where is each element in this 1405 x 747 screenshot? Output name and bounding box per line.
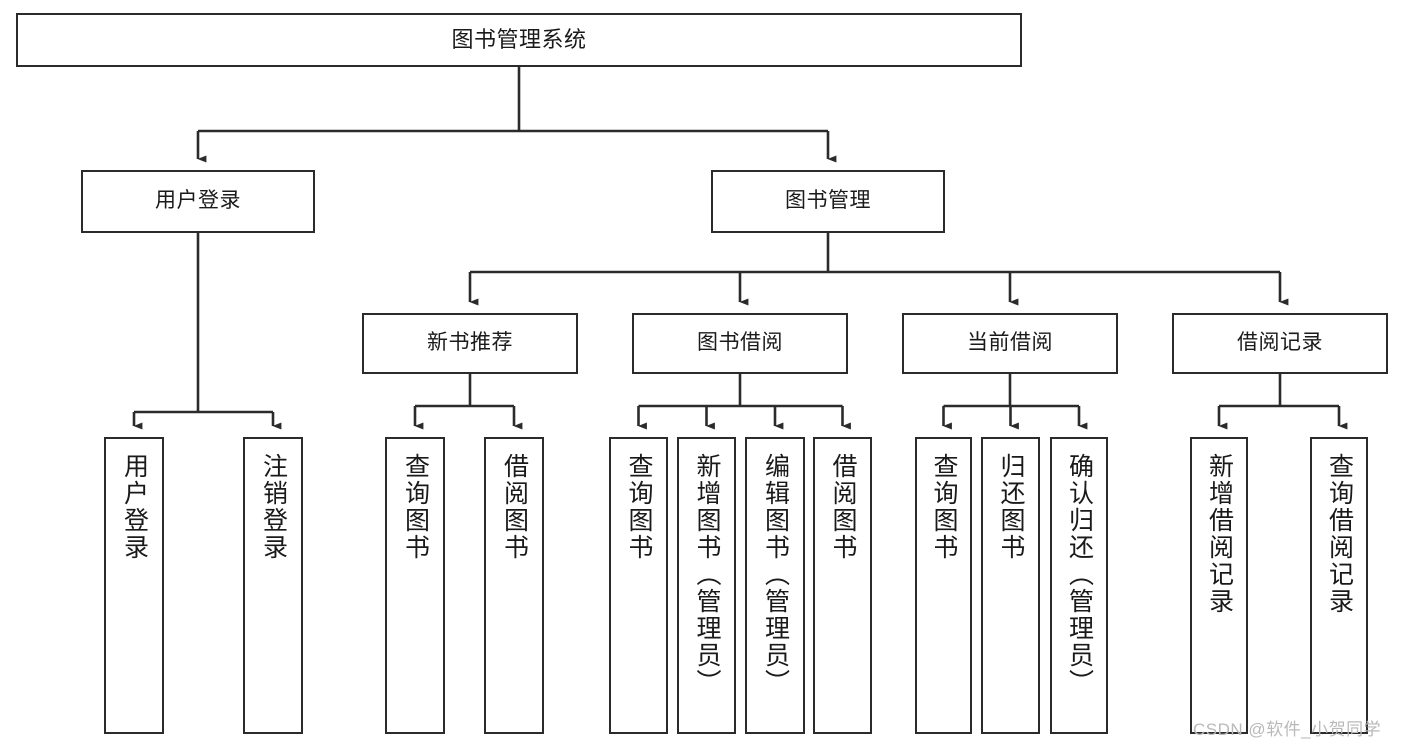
leaf-record-query-borrow-record-label: 查询借阅记录 xyxy=(1325,453,1354,615)
leaf-borrow-query-books[interactable]: 查询图书 xyxy=(609,437,668,734)
node-current-borrowing-label: 当前借阅 xyxy=(967,331,1053,355)
node-new-book-recommendation[interactable]: 新书推荐 xyxy=(362,313,578,374)
node-root-label: 图书管理系统 xyxy=(451,27,587,53)
leaf-borrow-edit-book-admin[interactable]: 编辑图书（管理员） xyxy=(745,437,805,734)
csdn-watermark: CSDN @软件_小贺同学 xyxy=(1193,720,1382,739)
leaf-user-login-label: 用户登录 xyxy=(120,453,149,561)
leaf-current-query-books[interactable]: 查询图书 xyxy=(915,437,972,734)
leaf-borrow-borrow-books[interactable]: 借阅图书 xyxy=(813,437,872,734)
leaf-borrow-borrow-books-label: 借阅图书 xyxy=(829,453,857,561)
node-current-borrowing[interactable]: 当前借阅 xyxy=(902,313,1118,374)
leaf-user-logout-label: 注销登录 xyxy=(259,453,288,561)
leaf-record-query-borrow-record[interactable]: 查询借阅记录 xyxy=(1310,437,1368,734)
node-book-borrowing-label: 图书借阅 xyxy=(697,331,783,355)
node-book-management-label: 图书管理 xyxy=(785,189,871,213)
leaf-borrow-add-book-admin-label: 新增图书（管理员） xyxy=(693,453,721,696)
leaf-current-confirm-return-admin[interactable]: 确认归还（管理员） xyxy=(1050,437,1108,734)
node-book-management[interactable]: 图书管理 xyxy=(711,170,945,233)
leaf-borrow-query-books-label: 查询图书 xyxy=(625,453,653,561)
node-borrow-records[interactable]: 借阅记录 xyxy=(1172,313,1388,374)
leaf-record-add-borrow-record[interactable]: 新增借阅记录 xyxy=(1190,437,1248,734)
leaf-current-return-books-label: 归还图书 xyxy=(997,453,1025,561)
node-root[interactable]: 图书管理系统 xyxy=(16,13,1022,67)
leaf-current-query-books-label: 查询图书 xyxy=(930,453,958,561)
leaf-borrow-add-book-admin[interactable]: 新增图书（管理员） xyxy=(677,437,736,734)
leaf-newbook-borrow-books[interactable]: 借阅图书 xyxy=(484,437,544,734)
node-book-borrowing[interactable]: 图书借阅 xyxy=(632,313,848,374)
leaf-newbook-borrow-books-label: 借阅图书 xyxy=(500,453,529,561)
node-new-book-recommendation-label: 新书推荐 xyxy=(427,331,513,355)
leaf-current-confirm-return-admin-label: 确认归还（管理员） xyxy=(1065,453,1094,696)
leaf-user-login[interactable]: 用户登录 xyxy=(104,437,164,734)
leaf-borrow-edit-book-admin-label: 编辑图书（管理员） xyxy=(761,453,790,696)
leaf-newbook-query-books[interactable]: 查询图书 xyxy=(385,437,445,734)
leaf-current-return-books[interactable]: 归还图书 xyxy=(981,437,1040,734)
leaf-newbook-query-books-label: 查询图书 xyxy=(401,453,430,561)
node-user-login[interactable]: 用户登录 xyxy=(81,170,315,233)
leaf-user-logout[interactable]: 注销登录 xyxy=(243,437,303,734)
node-borrow-records-label: 借阅记录 xyxy=(1237,331,1323,355)
node-user-login-label: 用户登录 xyxy=(155,189,241,213)
leaf-record-add-borrow-record-label: 新增借阅记录 xyxy=(1205,453,1234,615)
